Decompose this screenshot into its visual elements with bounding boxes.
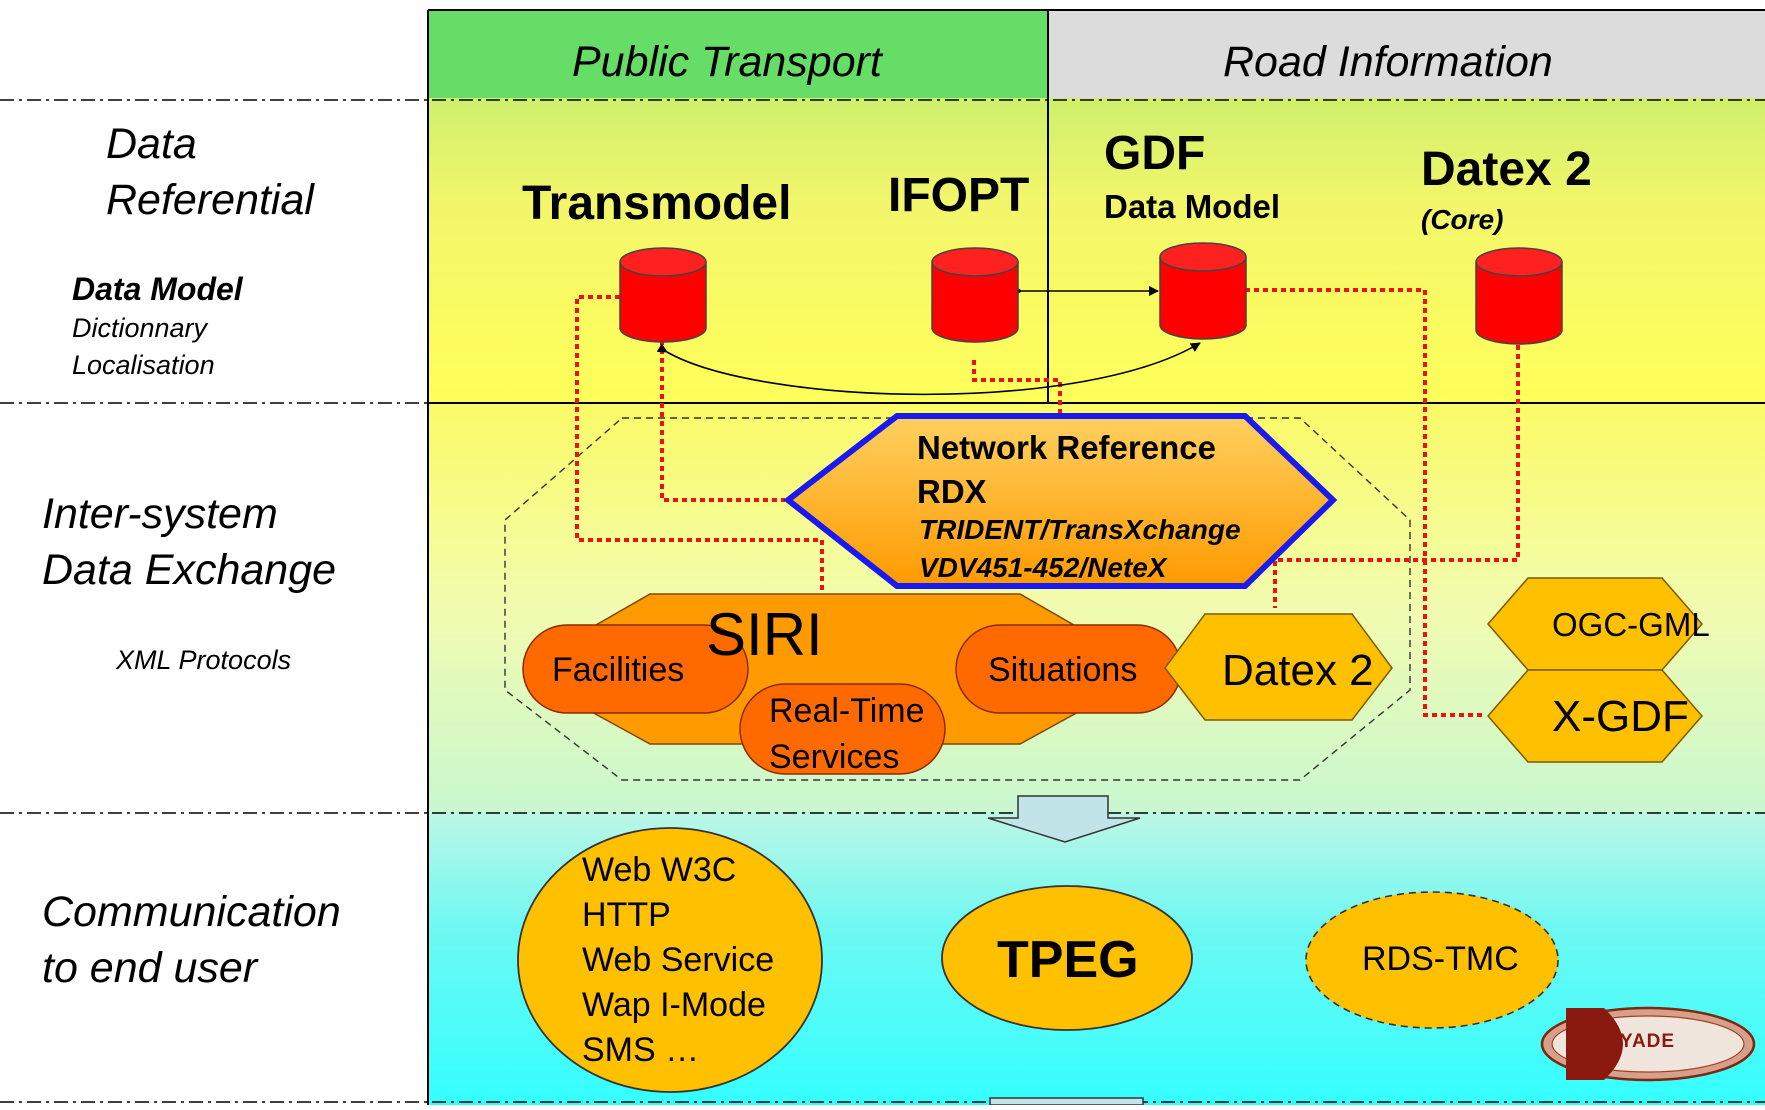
referential-links: [656, 286, 1201, 396]
facilities-pill: [522, 624, 749, 714]
xml-protocols-label: XML Protocols: [116, 645, 292, 675]
datex2-hexagon: [1164, 613, 1393, 721]
network-reference-hexagon: [783, 413, 1338, 589]
web-channel-item: SMS …: [582, 1031, 700, 1069]
layer-separators: [0, 99, 1765, 1103]
web-channels-list: Web W3C HTTP Web Service Wap I-Mode SMS …: [582, 848, 774, 1073]
datex2-database-icon: [1475, 247, 1563, 345]
exchange-group-outline: [504, 417, 1411, 781]
situations-label: Situations: [988, 651, 1138, 689]
x-gdf-hexagon: [1487, 669, 1703, 763]
public-transport-header-bg: [428, 10, 1048, 98]
frame: [427, 9, 1765, 1105]
tpeg-ellipse: [941, 885, 1193, 1031]
network-reference-standards: TRIDENT/TransXchange VDV451-452/NeteX: [919, 514, 1241, 583]
rds-tmc-ellipse: [1305, 891, 1559, 1029]
realtime-services-pill: [739, 683, 946, 775]
ifopt-title: IFOPT: [888, 169, 1030, 222]
web-channel-item: Web Service: [582, 941, 775, 979]
data-model-label: Data Model Dictionnary Localisation: [72, 271, 243, 380]
gdf-title: GDF: [1104, 127, 1206, 180]
gdf-subtitle: Data Model: [1104, 188, 1281, 225]
datex2-subtitle: (Core): [1421, 204, 1504, 235]
ogc-gml-label: OGC-GML: [1552, 606, 1710, 643]
red-dotted-connectors: [575, 288, 1520, 717]
public-transport-header: Public Transport: [572, 38, 882, 86]
web-channel-item: Web W3C: [582, 851, 737, 889]
logo-text: RYADE: [1606, 1031, 1676, 1052]
realtime-services-label: Real-Time Services: [769, 692, 925, 776]
rds-tmc-label: RDS-TMC: [1362, 940, 1519, 978]
communication-label: Communication to end user: [42, 888, 341, 992]
tpeg-label: TPEG: [997, 931, 1139, 989]
data-referential-label: Data Referential: [106, 120, 314, 224]
datex2-title: Datex 2: [1421, 143, 1592, 196]
transmodel-database-icon: [619, 247, 707, 343]
x-gdf-label: X-GDF: [1552, 692, 1689, 741]
data-exchange-label: Inter-system Data Exchange: [42, 490, 337, 594]
siri-title: SIRI: [706, 601, 823, 668]
ifopt-database-icon: [931, 247, 1019, 343]
network-reference-label: Network Reference RDX: [917, 429, 1216, 510]
road-information-header: Road Information: [1223, 38, 1553, 86]
gdf-database-icon: [1159, 242, 1247, 340]
down-arrow-icon: [987, 795, 1141, 843]
bottom-arrow-stub: [989, 1097, 1144, 1106]
datex2-protocol-label: Datex 2: [1222, 646, 1374, 695]
dryade-logo: [1540, 1006, 1756, 1082]
road-information-header-bg: [1048, 10, 1765, 98]
facilities-label: Facilities: [552, 651, 685, 689]
web-channels-ellipse: [517, 827, 823, 1093]
web-channel-item: Wap I-Mode: [582, 986, 766, 1024]
transmodel-title: Transmodel: [522, 177, 792, 230]
web-channel-item: HTTP: [582, 896, 671, 934]
